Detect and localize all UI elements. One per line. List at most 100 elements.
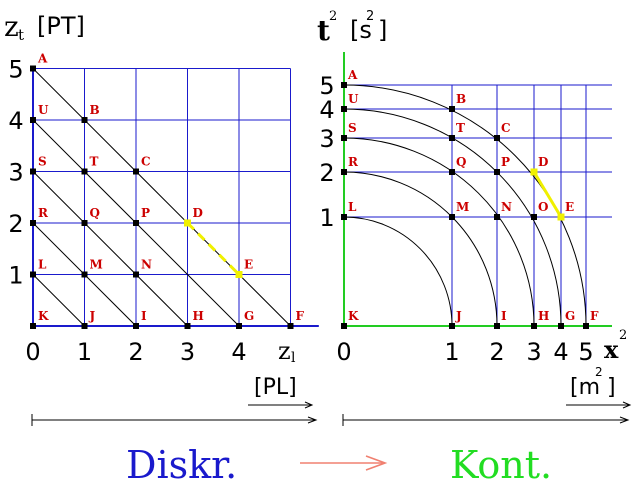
left-point-label: C: [141, 155, 151, 169]
left-y-tick-label: 1: [8, 262, 23, 290]
left-x-unit: [PL]: [254, 375, 297, 400]
left-point-l: [30, 271, 36, 278]
right-y-tick-label: 2: [319, 159, 334, 187]
right-y-unit-sup: 2: [366, 9, 374, 24]
left-point-label: S: [38, 155, 47, 169]
right-x-tick-label: 5: [578, 338, 593, 366]
left-y-tick-label: 3: [8, 159, 23, 187]
left-y-tick-label: 5: [8, 56, 23, 84]
left-point-label: D: [193, 206, 203, 220]
right-y-unit-left: [s: [350, 16, 372, 44]
left-x-axis-subscript: l: [291, 350, 296, 366]
right-x-tick-label: 2: [489, 338, 504, 366]
left-point-k: [30, 323, 36, 329]
left-point-label: H: [193, 309, 204, 323]
right-point-label: I: [501, 309, 507, 323]
right-point-label: E: [565, 200, 574, 214]
left-point-label: T: [90, 155, 99, 169]
right-y-tick-label: 5: [319, 72, 334, 100]
right-point-label: R: [348, 155, 359, 169]
left-point-label: E: [244, 258, 253, 272]
right-point-label: N: [501, 200, 512, 214]
right-y-unit-right: ]: [378, 16, 387, 44]
right-point-e: [557, 213, 565, 221]
right-y-axis-label: t: [317, 14, 330, 47]
left-point-f: [287, 323, 294, 329]
right-point-c: [494, 135, 500, 141]
right-point-k: [341, 323, 347, 329]
right-point-p: [494, 169, 500, 175]
left-point-label: J: [89, 309, 96, 323]
left-point-label: L: [38, 258, 47, 272]
left-point-label: Q: [90, 206, 100, 220]
left-point-r: [30, 220, 36, 226]
right-point-label: D: [538, 155, 548, 169]
right-x-unit-left: [m: [570, 375, 600, 400]
right-point-label: K: [348, 309, 359, 323]
left-point-t: [81, 168, 88, 175]
left-point-u: [30, 117, 36, 123]
right-point-label: S: [348, 121, 357, 135]
left-point-i: [133, 323, 139, 329]
right-arc: [343, 137, 535, 327]
right-x-tick-label: 1: [444, 338, 459, 366]
right-point-label: L: [348, 200, 357, 214]
right-point-s: [341, 135, 347, 141]
left-unit-arrow: [248, 401, 314, 409]
right-x-axis-superscript: 2: [619, 328, 627, 343]
caption-kont: Kont.: [450, 443, 552, 487]
left-x-tick-label: 2: [128, 338, 143, 366]
right-arc: [343, 84, 587, 327]
right-x-tick-label: 0: [336, 338, 351, 366]
right-point-m: [449, 214, 455, 220]
left-point-label: B: [90, 103, 100, 117]
left-point-j: [81, 323, 88, 329]
right-point-label: G: [565, 309, 575, 323]
left-y-tick-label: 2: [8, 210, 23, 238]
right-point-f: [583, 323, 589, 329]
right-point-d: [530, 168, 538, 176]
left-point-g: [236, 323, 242, 329]
left-point-label: F: [296, 309, 305, 323]
left-x-tick-label: 3: [180, 338, 195, 366]
right-point-label: Q: [456, 155, 466, 169]
right-point-i: [494, 323, 500, 329]
right-point-label: C: [501, 121, 511, 135]
right-y-tick-label: 3: [319, 125, 334, 153]
right-x-tick-label: 3: [526, 338, 541, 366]
left-point-label: K: [38, 309, 49, 323]
right-x-axis-label: x: [604, 335, 619, 364]
right-point-b: [449, 106, 455, 112]
left-diagonal: [32, 171, 188, 327]
right-highlight-segment: [532, 171, 563, 218]
right-point-g: [558, 323, 564, 329]
right-arc: [343, 216, 453, 327]
left-x-tick-label: 1: [77, 338, 92, 366]
right-point-j: [449, 323, 455, 329]
left-point-label: R: [38, 206, 49, 220]
right-ruler: [342, 414, 630, 426]
right-point-label: P: [501, 155, 510, 169]
left-y-unit: [PT]: [37, 12, 85, 40]
left-point-label: I: [141, 309, 147, 323]
right-point-u: [341, 106, 347, 112]
right-point-label: O: [538, 200, 548, 214]
right-point-r: [341, 169, 347, 175]
right-point-label: J: [455, 309, 462, 323]
left-diagonal: [32, 274, 85, 327]
caption-diskr: Diskr.: [126, 443, 237, 487]
right-point-label: U: [348, 92, 359, 106]
left-point-h: [184, 323, 191, 329]
left-diagonal: [32, 68, 291, 327]
left-point-s: [30, 168, 36, 175]
right-point-label: M: [456, 200, 469, 214]
right-point-label: T: [456, 121, 465, 135]
right-y-tick-label: 4: [319, 96, 334, 124]
left-y-axis-subscript: t: [18, 26, 24, 44]
left-point-label: G: [244, 309, 254, 323]
right-x-unit-right: ]: [607, 375, 616, 400]
right-point-o: [531, 214, 537, 220]
right-unit-arrow: [566, 401, 632, 409]
